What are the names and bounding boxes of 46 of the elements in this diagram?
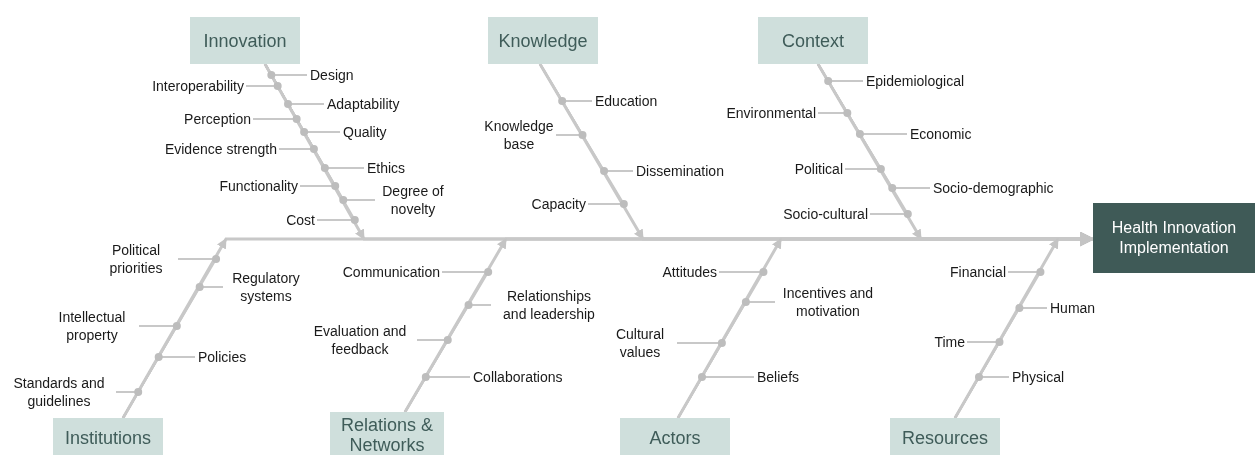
factor-label: Economic bbox=[910, 125, 972, 143]
factor-label: Interoperability bbox=[152, 77, 244, 95]
factor-label: Functionality bbox=[219, 177, 298, 195]
factor-label: Cultural values bbox=[605, 325, 675, 361]
factor-label: Intellectual property bbox=[47, 308, 137, 344]
factor-label: Regulatory systems bbox=[226, 269, 306, 305]
factor-label: Design bbox=[310, 66, 354, 84]
factor-label: Capacity bbox=[531, 195, 586, 213]
category-box: Knowledge bbox=[488, 17, 598, 64]
category-box: Institutions bbox=[53, 418, 163, 455]
factor-label: Socio-demographic bbox=[933, 179, 1054, 197]
category-box: Innovation bbox=[190, 17, 300, 64]
effect-box: Health Innovation Implementation bbox=[1093, 203, 1255, 273]
factor-label: Political priorities bbox=[96, 241, 176, 277]
factor-label: Relationships and leadership bbox=[494, 287, 604, 323]
factor-label: Financial bbox=[949, 263, 1006, 281]
factor-label: Policies bbox=[198, 348, 247, 366]
factor-label: Evidence strength bbox=[164, 140, 277, 158]
factor-label: Standards and guidelines bbox=[4, 374, 114, 410]
category-box: Context bbox=[758, 17, 868, 64]
factor-label: Physical bbox=[1012, 368, 1065, 386]
factor-label: Quality bbox=[343, 123, 387, 141]
connector-line bbox=[115, 391, 140, 419]
factor-label: Dissemination bbox=[636, 162, 724, 180]
category-box: Resources bbox=[890, 418, 1000, 455]
factor-label: Education bbox=[595, 92, 658, 110]
factor-label: Beliefs bbox=[757, 368, 800, 386]
factor-label: Time bbox=[934, 333, 965, 351]
factor-label: Evaluation and feedback bbox=[305, 322, 415, 358]
factor-label: Cost bbox=[286, 211, 315, 229]
factor-label: Epidemiological bbox=[866, 72, 965, 90]
category-box: Actors bbox=[620, 418, 730, 455]
factor-label: Collaborations bbox=[473, 368, 563, 386]
factor-label: Socio-cultural bbox=[783, 205, 868, 223]
factor-label: Political bbox=[794, 160, 843, 178]
factor-label: Human bbox=[1050, 299, 1096, 317]
factor-label: Knowledge base bbox=[484, 117, 554, 153]
factor-label: Environmental bbox=[726, 104, 816, 122]
factor-label: Perception bbox=[184, 110, 251, 128]
factor-label: Communication bbox=[342, 263, 440, 281]
factor-label: Adaptability bbox=[327, 95, 400, 113]
factor-label: Degree of novelty bbox=[378, 182, 448, 218]
factor-label: Ethics bbox=[367, 159, 406, 177]
factor-label: Attitudes bbox=[662, 263, 717, 281]
factor-label: Incentives and motivation bbox=[778, 284, 878, 320]
category-box: Relations & Networks bbox=[330, 412, 444, 455]
